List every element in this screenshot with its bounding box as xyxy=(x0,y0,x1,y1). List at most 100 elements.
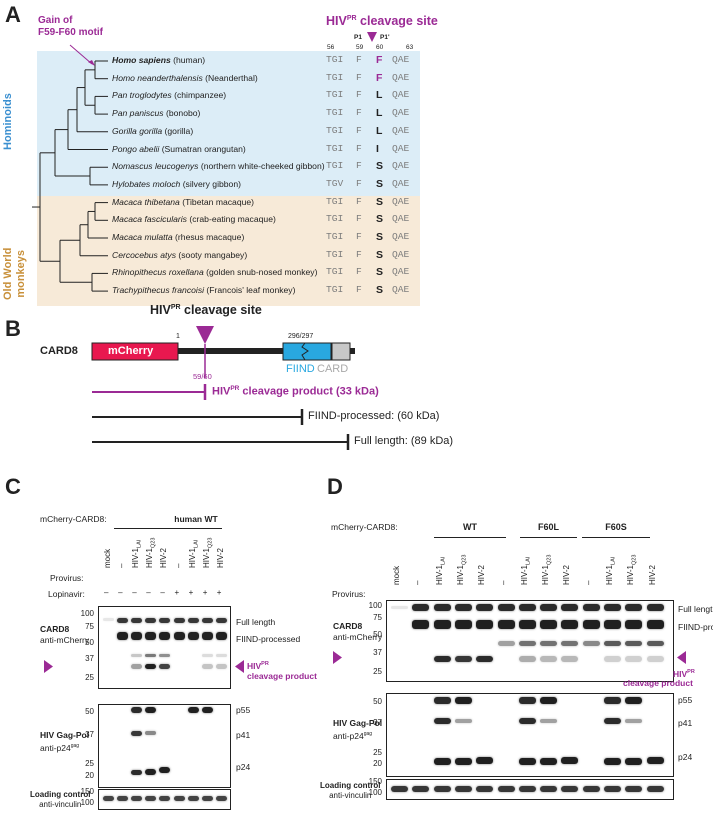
d-vinculin-band xyxy=(476,786,494,792)
c-lopinavir-value: – xyxy=(104,588,109,597)
species-name: Pongo abelii xyxy=(112,143,160,154)
species-common-name: (Sumatran orangutan) xyxy=(159,143,246,154)
panel-b-letter: B xyxy=(5,316,21,341)
lane-main: – xyxy=(117,563,127,568)
lane-main: HIV-1 xyxy=(187,547,197,568)
seq-suffix: QAE xyxy=(392,284,410,296)
c-lopinavir-value: + xyxy=(202,588,208,597)
species-name: Rhinopithecus roxellana xyxy=(112,267,204,278)
c-fiind-band xyxy=(159,632,171,640)
seq-p1: F xyxy=(356,142,362,154)
c-cleavage-upper-band xyxy=(131,654,143,657)
d-fiind-band xyxy=(604,620,621,629)
d-lane-label: – xyxy=(413,581,422,585)
c-lopinavir-label: Lopinavir: xyxy=(48,589,85,599)
d-p55-band xyxy=(518,697,536,704)
d-group-label: F60L xyxy=(537,522,559,532)
d-lane-label: HIV-2 xyxy=(477,565,486,585)
c-p41-label: p41 xyxy=(236,730,251,740)
c-lopinavir-value: – xyxy=(160,588,165,597)
species-row: Trachypithecus francoisi (Francois' leaf… xyxy=(112,285,295,295)
d-full-length-band xyxy=(625,604,643,611)
seq-prefix: TGV xyxy=(326,177,344,189)
p1prime-label: P1' xyxy=(380,34,390,41)
d-p55-label: p55 xyxy=(678,695,693,705)
c-fiind-band xyxy=(187,632,199,640)
d-lane-label: HIV-1Q23 xyxy=(456,555,468,585)
c-cleavage-upper-band xyxy=(159,654,171,657)
lane-sub: LAI xyxy=(193,539,200,548)
d-p24-band xyxy=(476,757,494,764)
d-fiind-band xyxy=(412,620,430,629)
lane-main: HIV-1 xyxy=(145,547,155,568)
c-lopinavir-value: + xyxy=(188,588,194,597)
seq-p1prime: S xyxy=(376,284,384,297)
c-group-label: human WT xyxy=(174,514,218,524)
seq-prefix: TGI xyxy=(326,160,344,172)
lane-sub: Q23 xyxy=(631,554,638,565)
c-blot2-title: HIV Gag-Pol anti-p24gag xyxy=(40,730,90,753)
d-group-underline xyxy=(520,537,577,538)
lane-main: HIV-1 xyxy=(541,564,551,585)
lane-main: HIV-1 xyxy=(201,547,211,568)
d-p41-band xyxy=(433,718,451,724)
seq-p1: F xyxy=(356,231,362,242)
d-full-length-band xyxy=(518,604,536,611)
c-full-length-band xyxy=(159,618,171,623)
d-vinculin-band xyxy=(497,786,515,792)
c-lane-label: HIV-1LAI xyxy=(188,540,200,568)
d-p41-label: p41 xyxy=(678,718,693,728)
species-row: Gorilla gorilla (gorilla) xyxy=(112,126,193,136)
seq-p1prime: S xyxy=(376,195,384,208)
lane-main: HIV-1 xyxy=(605,564,614,585)
seq-suffix: QAE xyxy=(392,71,410,83)
species-common-name: (bonobo) xyxy=(163,108,201,119)
d-vinculin-band xyxy=(391,786,408,792)
seq-p1prime: S xyxy=(376,248,384,261)
fiind-zigzag xyxy=(301,342,309,361)
d-lane-label: HIV-1LAI xyxy=(605,557,617,585)
species-row: Pongo abelii (Sumatran orangutan) xyxy=(112,144,246,154)
c-lopinavir-value: – xyxy=(146,588,151,597)
species-common-name: (crab-eating macaque) xyxy=(186,214,276,225)
d-full-length-band xyxy=(454,604,472,611)
seq-prefix: TGI xyxy=(326,142,344,154)
d-group-underline xyxy=(434,537,506,538)
pos-fiind-label: 296/297 xyxy=(288,333,314,340)
d-cleavage-product-band xyxy=(625,656,643,662)
pos-63: 63 xyxy=(406,44,414,51)
c-provirus-label: Provirus: xyxy=(50,573,84,583)
d-lane-label: HIV-2 xyxy=(648,565,657,585)
p1-label: P1 xyxy=(354,34,362,41)
seq-p1: F xyxy=(356,54,362,65)
fiind-processed-label: FIIND-processed: (60 kDa) xyxy=(308,410,440,422)
mw-marker-label: 100 xyxy=(368,601,382,610)
c-lane-label: mock xyxy=(103,549,112,568)
lane-main: – xyxy=(413,580,423,585)
lane-main: – xyxy=(583,580,593,585)
mcherry-label: mCherry xyxy=(108,345,154,357)
mw-marker-label: 25 xyxy=(85,759,94,768)
mw-marker-label: 37 xyxy=(373,718,382,727)
mw-marker-label: 37 xyxy=(85,730,94,739)
panel-a-letter: A xyxy=(5,2,21,27)
mw-marker-label: 100 xyxy=(80,609,94,618)
c-p24-label: p24 xyxy=(236,762,251,772)
c-product-arrow-left-icon xyxy=(44,660,53,673)
d-intermediate-band xyxy=(625,641,643,646)
lane-sub: Q23 xyxy=(150,537,157,548)
c-vinculin-band xyxy=(159,796,171,801)
d-p55-band xyxy=(454,697,472,704)
seq-prefix: TGI xyxy=(326,213,344,225)
species-row: Pan paniscus (bonobo) xyxy=(112,108,200,118)
lane-sub: LAI xyxy=(440,556,447,565)
seq-p1: F xyxy=(356,195,362,207)
c-mock-band xyxy=(103,618,114,621)
lane-main: HIV-2 xyxy=(477,564,487,585)
panel-c-letter: C xyxy=(5,474,21,499)
c-cleavage-upper-band xyxy=(215,654,227,657)
d-blot1-title: CARD8 anti-mCherry xyxy=(333,621,383,642)
d-p24-band xyxy=(646,757,664,764)
d-fiind-band xyxy=(518,620,536,629)
seq-prefix: TGI xyxy=(326,89,344,101)
